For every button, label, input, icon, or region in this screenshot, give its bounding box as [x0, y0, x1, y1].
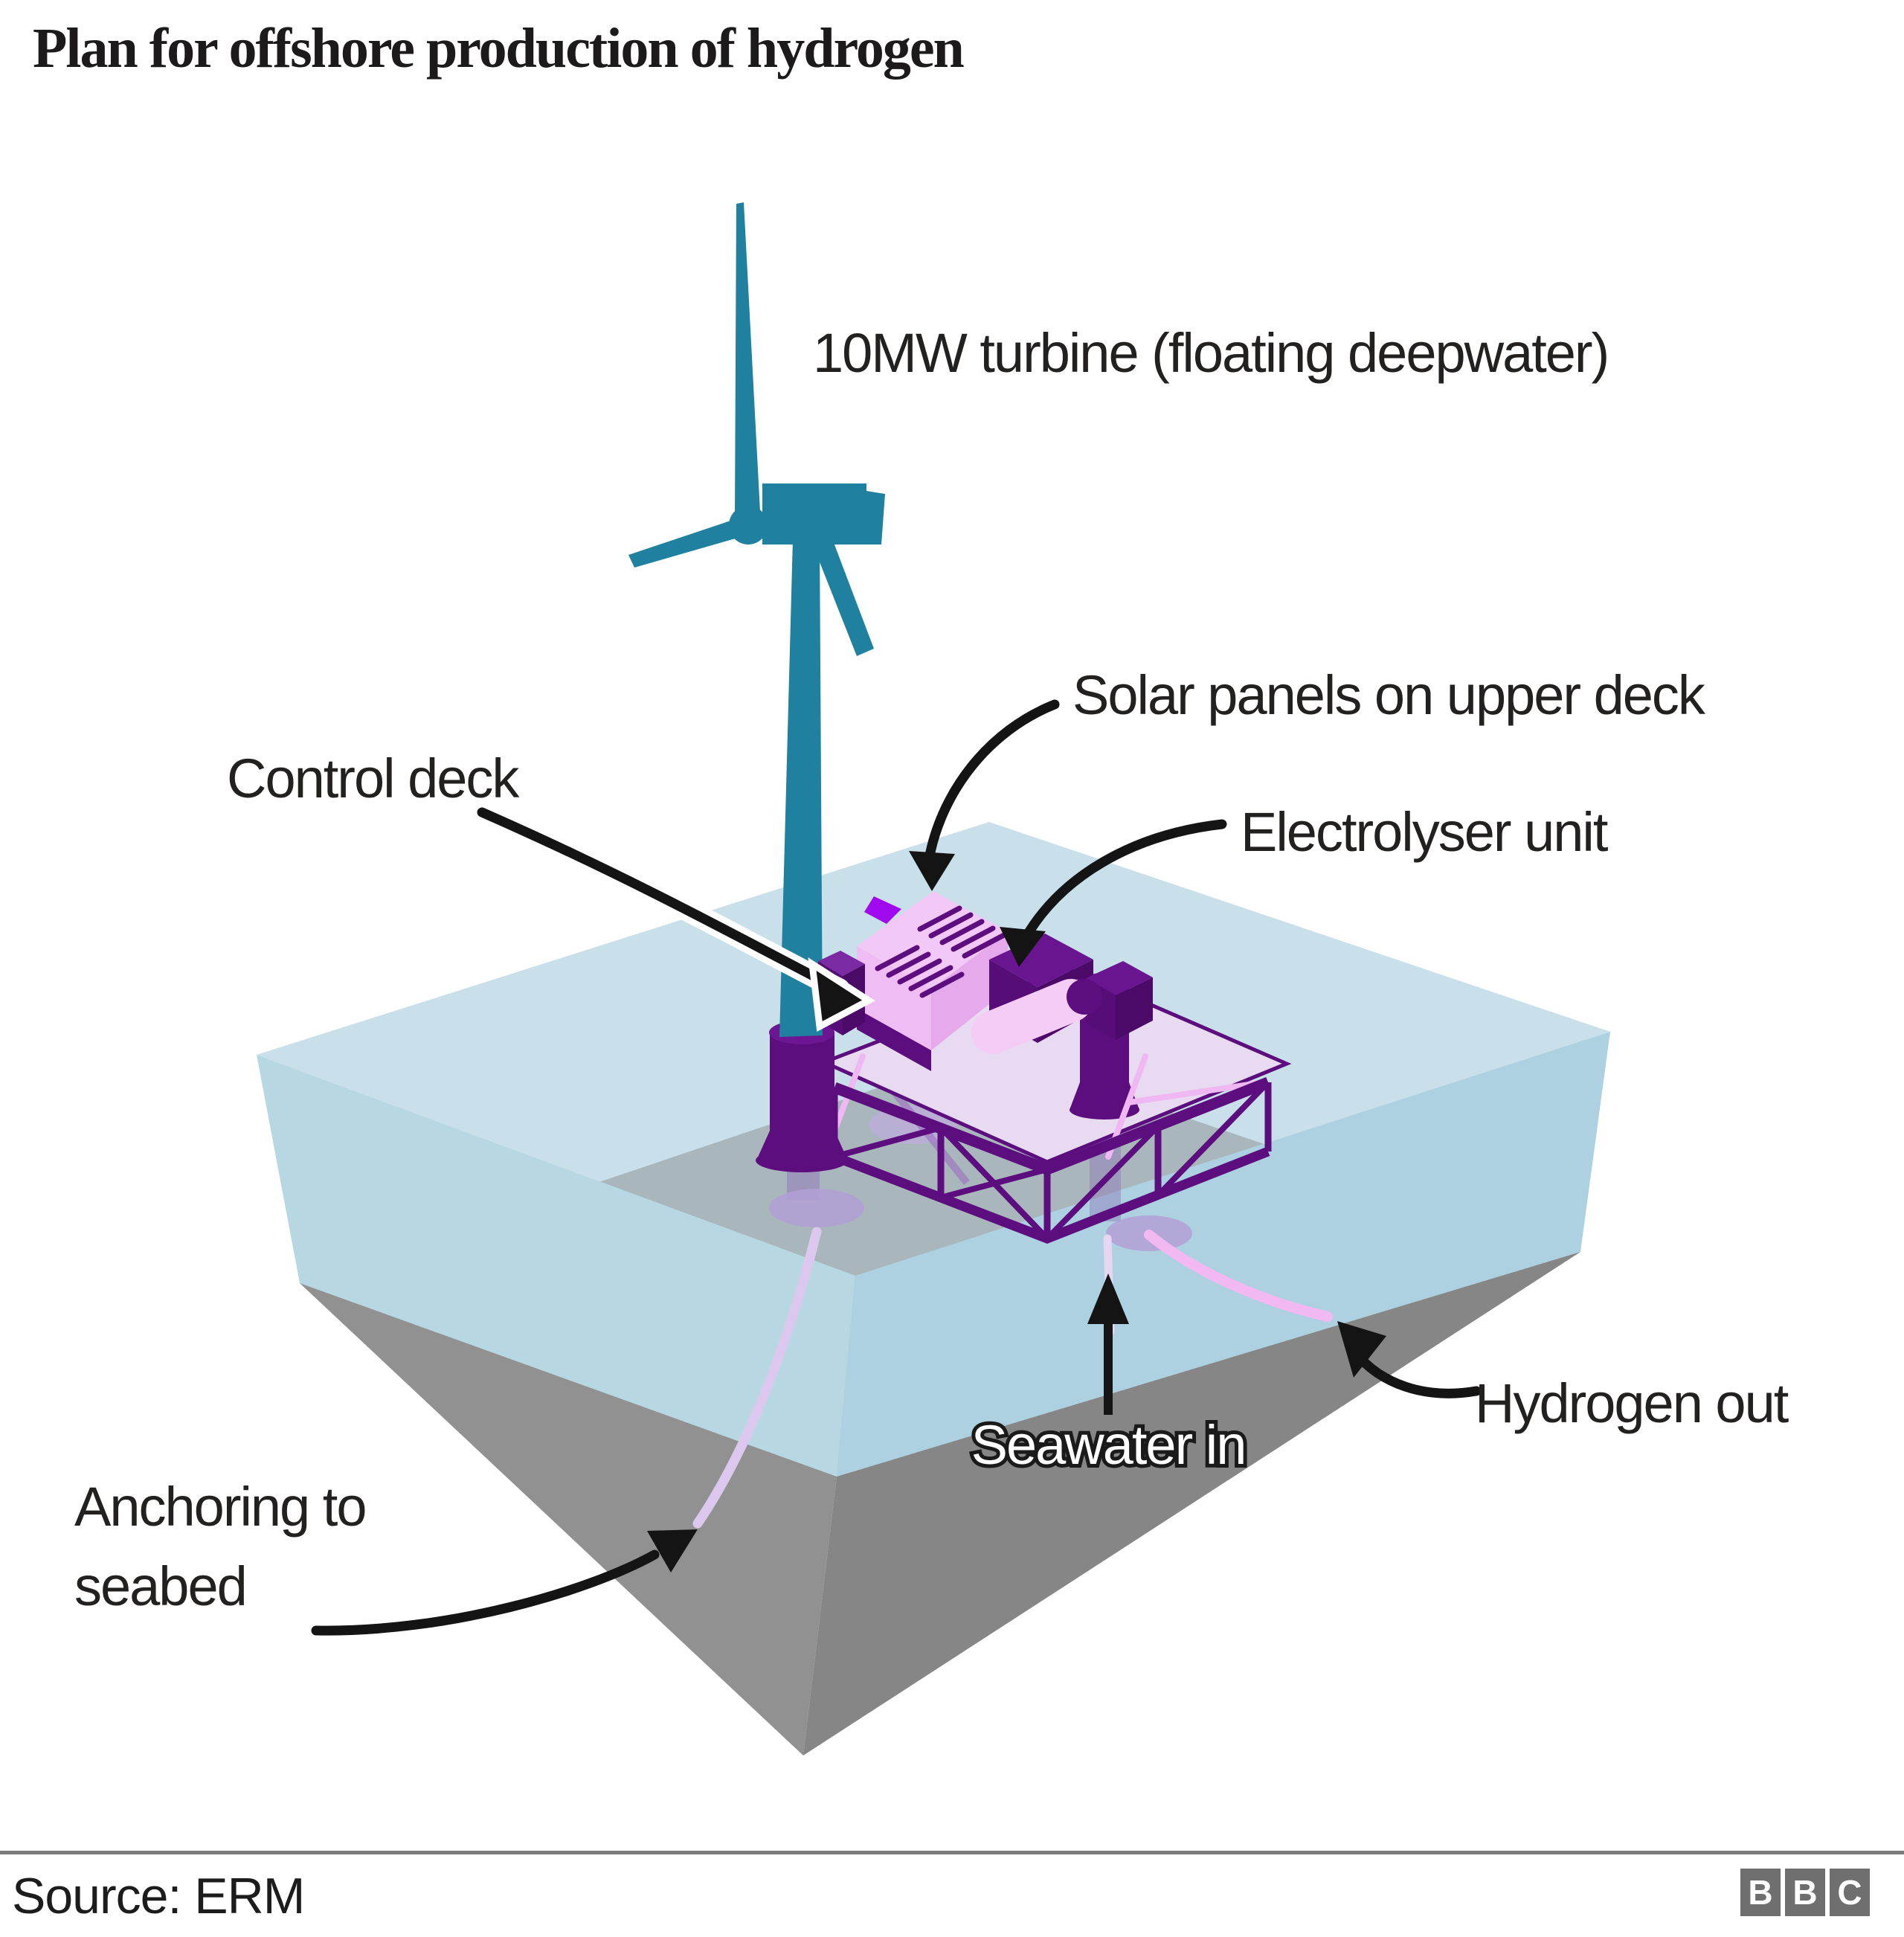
anchoring-arrow: [311, 1529, 698, 1636]
seawater-in-label: Seawater in: [971, 1414, 1246, 1476]
electrolyser-valve: [1067, 979, 1102, 1015]
control-deck-label: Control deck: [227, 748, 519, 809]
seabed-left-face: [300, 1283, 837, 1755]
seawater-arrow: [1087, 1273, 1129, 1415]
turbine-blade-right: [803, 513, 874, 656]
wind-turbine: [628, 202, 885, 1037]
turbine-hub: [729, 506, 768, 545]
electrolyser-label: Electrolyser unit: [1241, 801, 1608, 863]
turbine-label: 10MW turbine (floating deepwater): [813, 322, 1609, 384]
solar-arrow: [909, 699, 1060, 891]
turbine-tower: [779, 539, 823, 1037]
solar-accent: [864, 896, 901, 924]
bbc-logo-letter: B: [1748, 1873, 1773, 1912]
source-credit: Source: ERM: [12, 1868, 305, 1924]
anchor-cable: [692, 1227, 822, 1529]
floating-platform: [756, 966, 1292, 1244]
bbc-logo-block-2: B: [1785, 1869, 1825, 1916]
left-pontoon-shadow: [769, 1189, 864, 1227]
footer-divider: [0, 1851, 1904, 1854]
hydrogen-out-label: Hydrogen out: [1475, 1372, 1789, 1434]
bbc-logo-letter: C: [1837, 1873, 1862, 1912]
electrolyser-cylinder: [971, 979, 1093, 1054]
solar-panels-label: Solar panels on upper deck: [1072, 664, 1705, 726]
bbc-logo-block-1: B: [1740, 1869, 1781, 1916]
electrolyser-unit: [971, 934, 1153, 1054]
page-title: Plan for offshore production of hydrogen: [33, 17, 965, 80]
hydrogen-export-pipe: [1144, 1230, 1333, 1322]
hydrogen-arrow: [1337, 1321, 1482, 1398]
bbc-logo-letter: B: [1792, 1873, 1818, 1912]
bbc-logo-block-3: C: [1830, 1869, 1870, 1916]
water-right-face: [837, 1032, 1610, 1477]
annotation-arrows: [311, 699, 1482, 1636]
truss: [831, 1077, 1272, 1244]
solar-slats: [875, 905, 1007, 998]
turbine-nacelle: [762, 484, 866, 545]
turbine-nacelle-tail: [866, 491, 885, 545]
control-deck-arrow: [471, 801, 875, 1032]
anchoring-label: Anchoring to seabed: [74, 1476, 367, 1618]
water-left-face: [257, 1055, 855, 1477]
solar-panel-unit: [857, 891, 1008, 1071]
electrolyser-arrow: [1000, 819, 1227, 967]
turbine-blade-up: [735, 202, 760, 517]
